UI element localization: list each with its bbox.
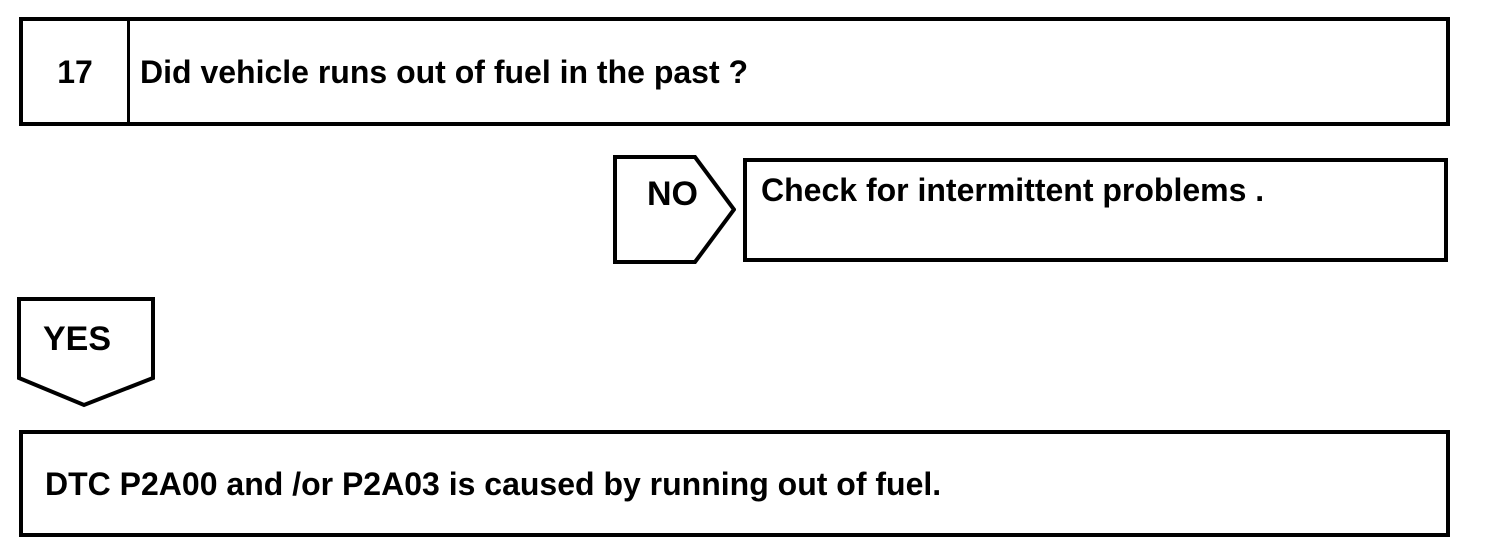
no-pentagon-icon (613, 155, 736, 264)
yes-connector-label: YES (42, 320, 112, 358)
yes-connector-shape (17, 297, 155, 408)
no-connector-shape (613, 155, 736, 264)
yes-action-text: DTC P2A00 and /or P2A03 is caused by run… (45, 465, 942, 502)
step-number: 17 (57, 53, 93, 90)
no-action-box: Check for intermittent problems . (743, 158, 1448, 262)
step-number-cell: 17 (23, 21, 130, 122)
step-question-cell: Did vehicle runs out of fuel in the past… (130, 21, 1446, 122)
step-question-text: Did vehicle runs out of fuel in the past… (140, 53, 749, 90)
no-connector-label: NO (647, 175, 698, 213)
step-question-box: 17 Did vehicle runs out of fuel in the p… (19, 17, 1450, 126)
yes-pentagon-icon (17, 297, 155, 408)
yes-action-box: DTC P2A00 and /or P2A03 is caused by run… (19, 430, 1450, 537)
no-action-text: Check for intermittent problems . (761, 172, 1265, 208)
